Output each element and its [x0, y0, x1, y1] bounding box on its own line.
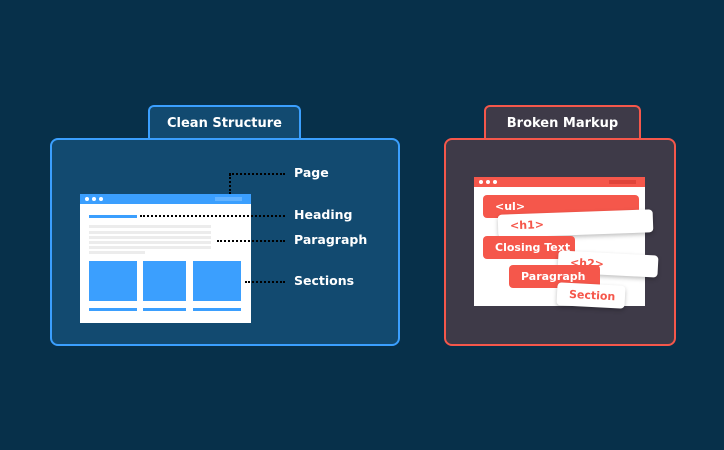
tag-section: Section: [556, 282, 626, 309]
clean-structure-title: Clean Structure: [166, 115, 282, 131]
label-page: Page: [294, 165, 329, 180]
label-sections: Sections: [294, 273, 355, 288]
tag-closing-text: Closing Text: [483, 236, 575, 259]
section-block: [89, 261, 137, 301]
browser-bar: [80, 194, 251, 204]
label-heading: Heading: [294, 207, 353, 222]
broken-markup-title: Broken Markup: [506, 115, 619, 131]
heading-bar: [89, 215, 137, 218]
section-block: [143, 261, 186, 301]
section-block: [193, 261, 241, 301]
clean-page-mockup: [80, 194, 251, 323]
label-paragraph: Paragraph: [294, 232, 368, 247]
broken-markup-tab: Broken Markup: [484, 105, 641, 139]
clean-structure-tab: Clean Structure: [148, 105, 301, 139]
browser-bar: [474, 177, 645, 187]
tag-paragraph: Paragraph: [509, 265, 600, 288]
